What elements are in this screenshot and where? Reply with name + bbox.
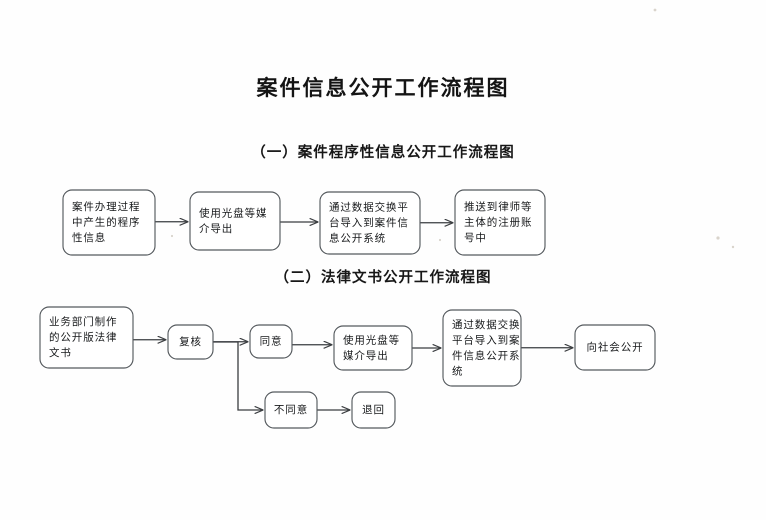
flow-node-label: 案件办理过程 <box>72 200 140 213</box>
flow-node-shape[interactable] <box>319 191 421 255</box>
page-title: 案件信息公开工作流程图 <box>256 76 510 100</box>
flow-node-label: 业务部门制作 <box>49 315 117 328</box>
flow-node-shape[interactable] <box>167 324 214 360</box>
node-group: 案件办理过程中产生的程序性信息使用光盘等媒介导出通过数据交换平台导入到案件信息公… <box>39 189 656 429</box>
scan-speck-icon <box>438 238 442 242</box>
flow-node-label: 台导入到案件信 <box>329 216 409 229</box>
scan-speck-icon <box>716 236 720 240</box>
flow-node-label: 不同意 <box>274 403 308 416</box>
flow-node-label: 退回 <box>362 404 385 416</box>
flow-node-shape[interactable] <box>249 324 293 359</box>
flow-node-label: 的公开版法律 <box>49 331 117 344</box>
flow-node[interactable]: 退回 <box>351 391 396 429</box>
scan-speck-icon <box>170 234 174 238</box>
flow-node-label: 统 <box>452 364 463 377</box>
flow-node-label: 复核 <box>179 335 202 348</box>
connector-group <box>133 222 573 410</box>
flow-node-shape[interactable] <box>39 306 134 369</box>
section-heading-procedural-info: （一）案件程序性信息公开工作流程图 <box>251 145 515 161</box>
scan-speck-icon <box>731 245 735 249</box>
flow-node-shape[interactable] <box>351 391 396 429</box>
flow-connector <box>213 341 263 410</box>
flow-node-shape[interactable] <box>442 309 522 387</box>
flow-node-label: 文书 <box>49 346 72 359</box>
flow-node-label: 媒介导出 <box>343 349 389 362</box>
flow-node-shape[interactable] <box>264 391 318 429</box>
flow-node[interactable]: 向社会公开 <box>574 324 656 371</box>
flow-node-label: 使用光盘等媒 <box>199 206 267 219</box>
flow-node-label: 号中 <box>464 231 487 244</box>
flow-node-label: 件信息公开系 <box>452 349 520 362</box>
flow-node-shape[interactable] <box>574 324 656 371</box>
flow-node-shape[interactable] <box>62 189 156 256</box>
flow-node-label: 通过数据交换平 <box>329 201 409 214</box>
flow-node-label: 同意 <box>260 335 283 348</box>
flow-node-label: 主体的注册账 <box>464 216 532 229</box>
scan-speck-icon <box>653 8 657 12</box>
flow-node[interactable]: 复核 <box>167 324 214 360</box>
section-heading-legal-document: （二）法律文书公开工作流程图 <box>274 270 492 286</box>
flow-node-label: 平台导入到案 <box>452 333 520 346</box>
flow-node[interactable]: 同意 <box>249 324 293 359</box>
flow-node-shape[interactable] <box>189 191 281 251</box>
flow-node-shape[interactable] <box>333 325 413 371</box>
flow-node-label: 使用光盘等 <box>343 333 400 346</box>
flow-node-label: 通过数据交换 <box>452 318 520 331</box>
flow-node-label: 息公开系统 <box>329 232 386 245</box>
flow-node-label: 性信息 <box>72 231 106 244</box>
flow-node[interactable]: 不同意 <box>264 391 318 429</box>
flow-node-label: 推送到律师等 <box>464 200 532 213</box>
flow-node-label: 介导出 <box>199 222 233 235</box>
flow-node-label: 向社会公开 <box>587 341 644 354</box>
flow-node-label: 中产生的程序 <box>72 216 140 229</box>
flow-node-shape[interactable] <box>454 189 546 256</box>
